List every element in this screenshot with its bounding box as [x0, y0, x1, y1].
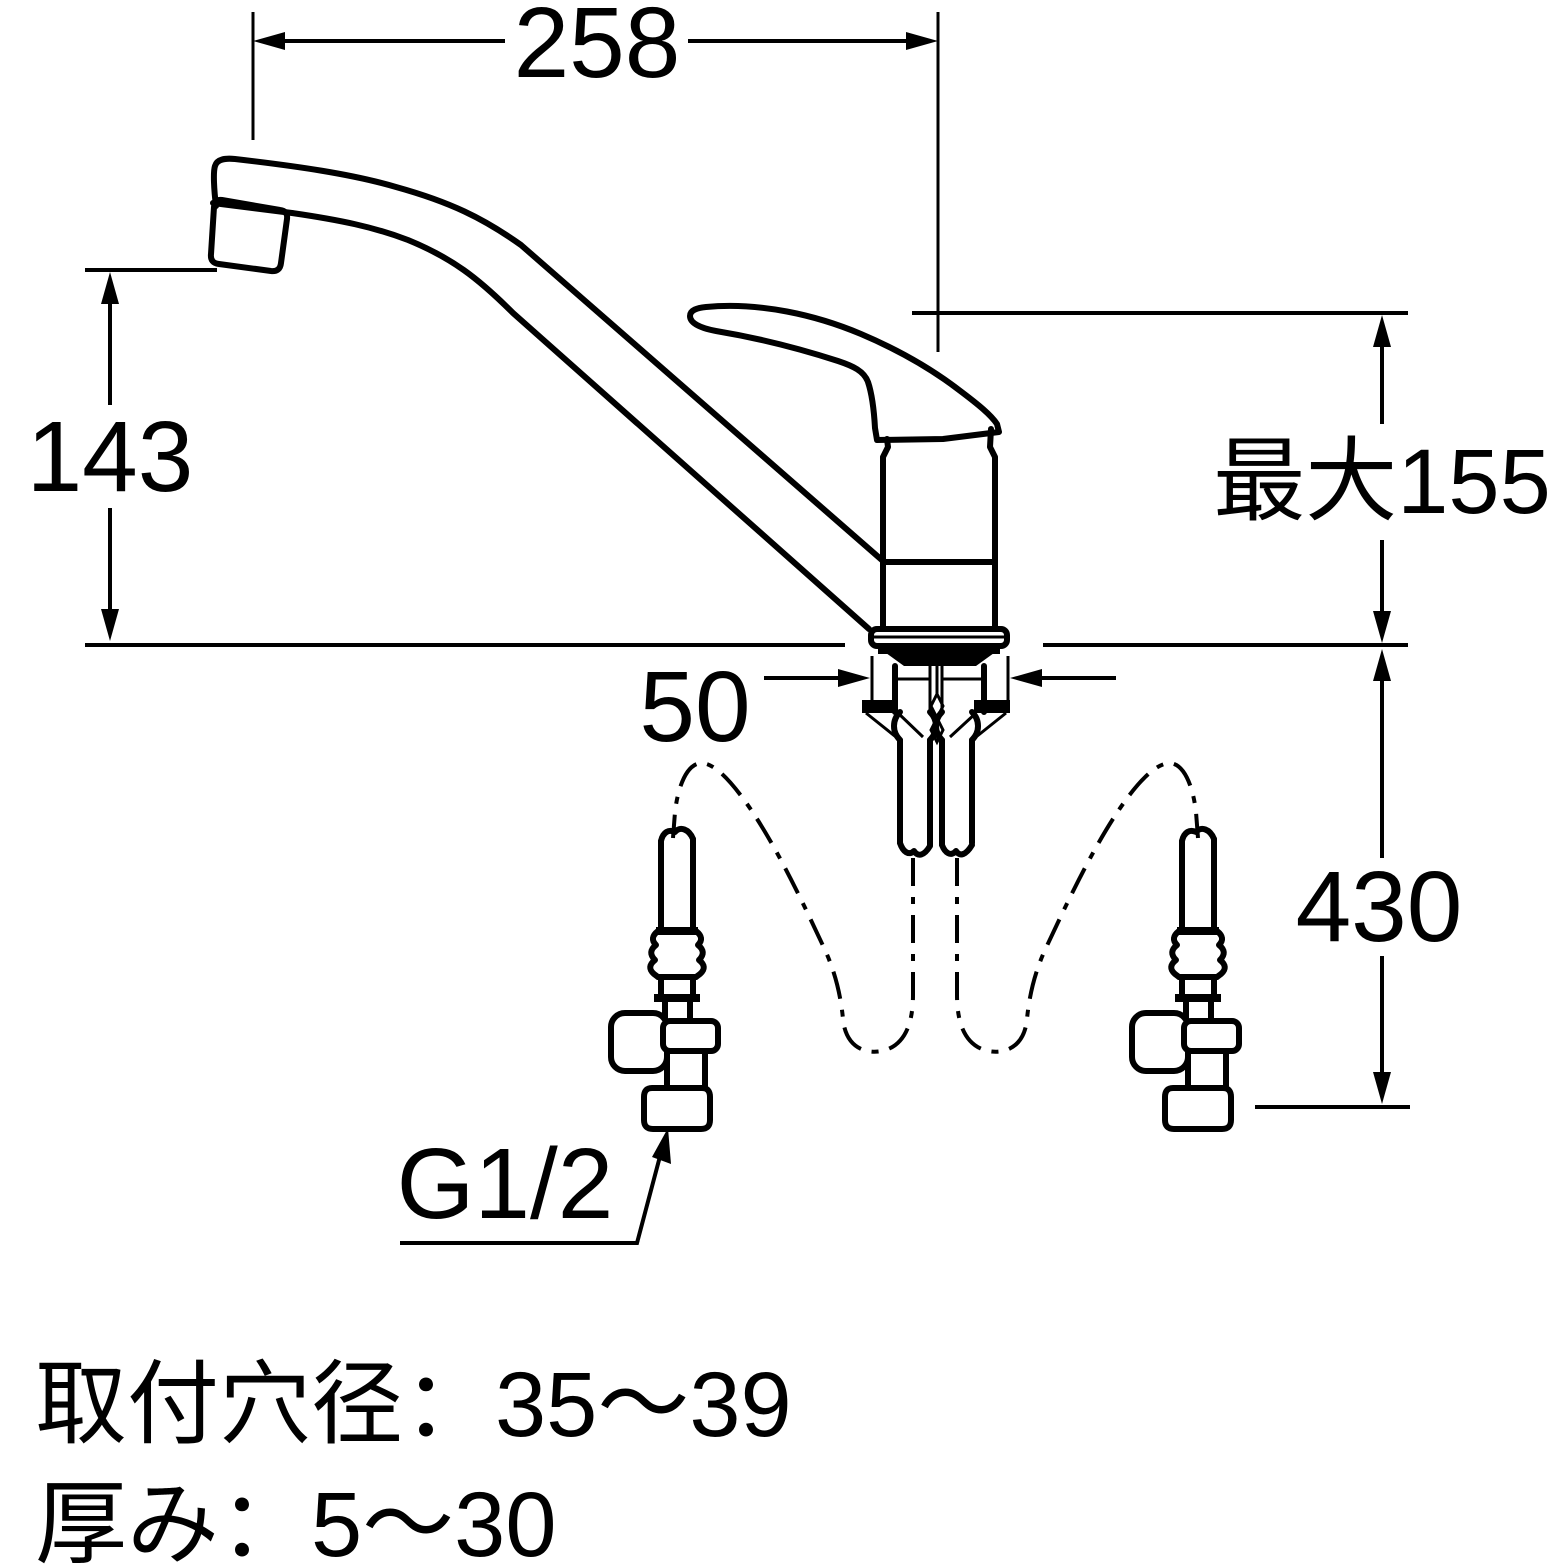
- faucet-lever-handle: [687, 302, 1002, 443]
- dimension-label-50: 50: [639, 651, 750, 763]
- base-seal: [878, 645, 1000, 654]
- supply-connector-right: [1132, 829, 1239, 1129]
- dimension-label-430: 430: [1296, 851, 1463, 963]
- base-packing: [886, 653, 994, 666]
- arrowhead-up-icon: [101, 272, 119, 304]
- dimension-under-counter-length: 430: [1255, 649, 1463, 1109]
- spout-aerator: [207, 196, 291, 275]
- flexible-hose-right: [955, 760, 1200, 1054]
- arrowhead-right-icon: [906, 32, 938, 50]
- arrowhead-up-icon: [1373, 315, 1391, 347]
- arrowhead-down-icon: [1373, 1072, 1391, 1104]
- dimension-spout-reach: 258: [251, 0, 940, 352]
- faucet-body: [880, 426, 998, 632]
- arrowhead-right-icon: [838, 669, 870, 687]
- dimension-label-258: 258: [514, 0, 681, 99]
- note-deck-thickness: 厚み：5〜30: [35, 1474, 557, 1568]
- dimension-base-width: 50: [639, 651, 1116, 763]
- dimension-label-143: 143: [27, 401, 194, 513]
- arrowhead-down-icon: [1373, 611, 1391, 643]
- leader-line: [400, 1144, 665, 1245]
- dimension-label-max155: 最大155: [1213, 431, 1551, 533]
- supply-tubes: [891, 709, 981, 858]
- spout-bottom-edge: [289, 210, 872, 632]
- thread-callout: G1/2: [397, 1128, 671, 1245]
- mounting-shank: [892, 663, 987, 715]
- flexible-hose-left: [671, 760, 915, 1054]
- faucet-spout: [207, 155, 886, 632]
- lock-nut-right: [974, 700, 1010, 713]
- tube-sides: [897, 737, 975, 848]
- arrowhead-left-icon: [253, 32, 285, 50]
- tube-end-right: [939, 842, 975, 858]
- thread-label: G1/2: [397, 1128, 614, 1240]
- arrowhead-down-icon: [101, 609, 119, 641]
- dimension-max-height: 最大155: [912, 311, 1551, 643]
- spout-top-edge: [210, 155, 886, 564]
- body-left-edge: [880, 436, 891, 632]
- tube-bells: [891, 709, 981, 743]
- lock-nut-left: [862, 700, 898, 713]
- faucet-base-mount: [862, 626, 1010, 746]
- note-hole-diameter: 取付穴径：35〜39: [35, 1354, 792, 1456]
- arrowhead-up-icon: [1373, 649, 1391, 681]
- dimension-spout-height: 143: [27, 268, 217, 641]
- supply-connector-left: [611, 829, 718, 1129]
- body-right-edge: [987, 426, 998, 630]
- arrowhead-leader-icon: [652, 1128, 671, 1164]
- tube-end-left: [897, 840, 933, 858]
- arrowhead-left-icon: [1010, 669, 1042, 687]
